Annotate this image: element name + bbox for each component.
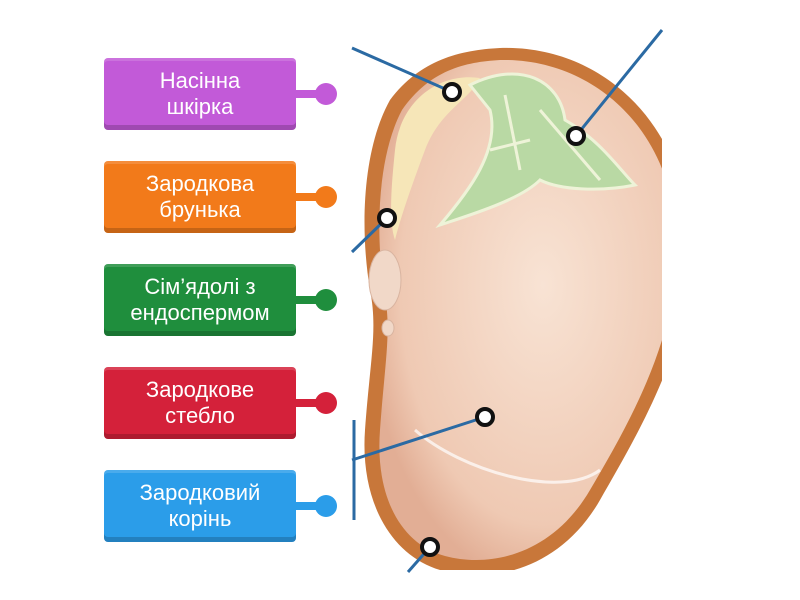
connector-handle[interactable] xyxy=(315,495,337,517)
drop-target-2[interactable] xyxy=(566,126,586,146)
connector xyxy=(296,90,318,98)
connector-handle[interactable] xyxy=(315,83,337,105)
label-text: Сім’ядолі з ендоспермом xyxy=(130,274,270,325)
drop-target-4[interactable] xyxy=(475,407,495,427)
drop-target-3[interactable] xyxy=(377,208,397,228)
label-text: Зародкове стебло xyxy=(145,377,255,428)
connector-handle[interactable] xyxy=(315,289,337,311)
label-cotyledons[interactable]: Сім’ядолі з ендоспермом xyxy=(104,264,296,336)
connector-handle[interactable] xyxy=(315,186,337,208)
pointer-lines xyxy=(350,29,664,573)
label-hypocotyl[interactable]: Зародкове стебло xyxy=(104,367,296,439)
label-plumule[interactable]: Зародкова брунька xyxy=(104,161,296,233)
connector xyxy=(296,399,318,407)
label-seed-coat[interactable]: Насінна шкірка xyxy=(104,58,296,130)
connector xyxy=(296,502,318,510)
bean-image xyxy=(364,47,662,570)
connector-handle[interactable] xyxy=(315,392,337,414)
drop-target-1[interactable] xyxy=(442,82,462,102)
drop-target-5[interactable] xyxy=(420,537,440,557)
label-radicle[interactable]: Зародковий корінь xyxy=(104,470,296,542)
connector xyxy=(296,296,318,304)
label-text: Насінна шкірка xyxy=(159,68,241,119)
label-text: Зародкова брунька xyxy=(145,171,255,222)
label-text: Зародковий корінь xyxy=(139,480,261,531)
connector xyxy=(296,193,318,201)
